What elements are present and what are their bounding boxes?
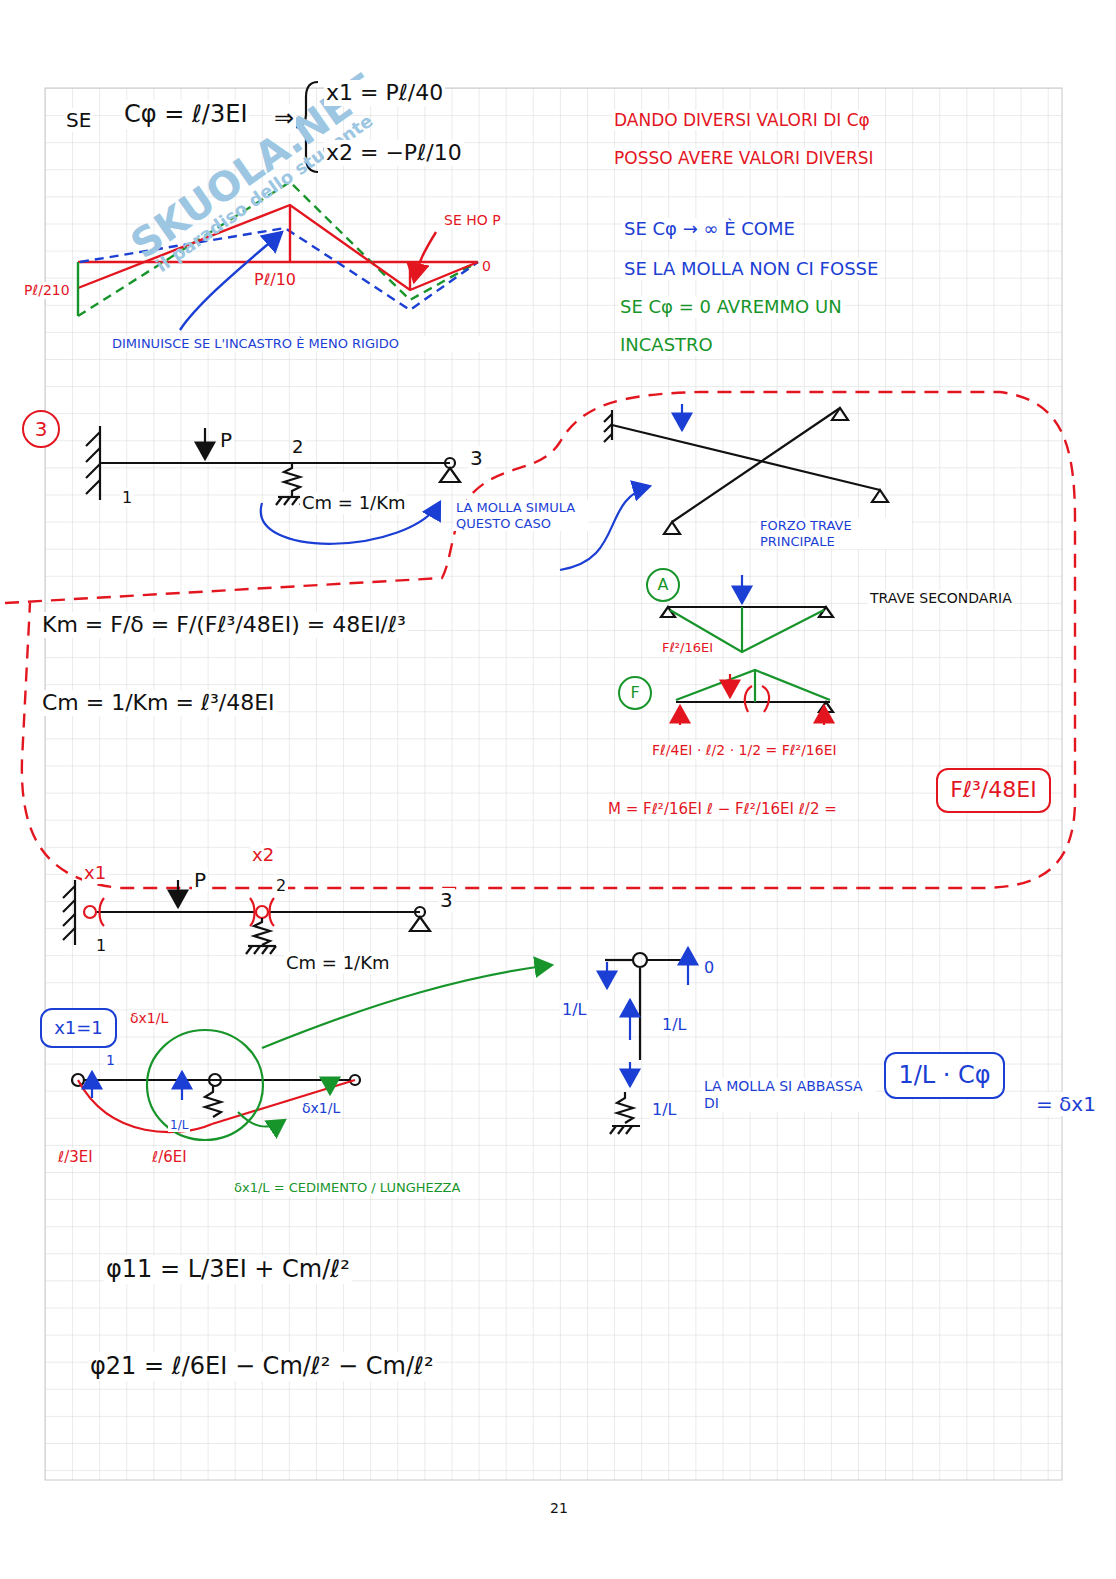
beam-released [63, 880, 430, 954]
note-text: ℓ/6EI [150, 1148, 189, 1166]
callout-arrows [261, 486, 650, 570]
note-text: SE [64, 108, 93, 132]
note-text: 2 [274, 876, 288, 895]
note-text: 1/L [560, 1000, 588, 1019]
note-text: Cm = 1/Km [284, 952, 391, 974]
grid-paper [45, 88, 1062, 1480]
note-text: 21 [548, 1500, 570, 1517]
note-text: Km = F/δ = F/(Fℓ³/48EI) = 48EI/ℓ³ [40, 612, 408, 638]
node-text: A [658, 575, 669, 594]
note-text: 2 [290, 436, 305, 458]
note-text: LA MOLLA SIMULA QUESTO CASO [454, 500, 588, 531]
note-text: x2 = −Pℓ/10 [324, 140, 464, 166]
note-text: ⇒ [272, 104, 296, 133]
note-text: Fℓ/4EI · ℓ/2 · 1/2 = Fℓ²/16EI [650, 742, 839, 759]
note-text: 1/L [650, 1100, 678, 1119]
note-text: 1 [120, 488, 134, 507]
note-text: SE LA MOLLA NON CI FOSSE [622, 258, 880, 280]
secondary-beam-f [676, 670, 833, 725]
note-text: 1 [104, 1052, 117, 1069]
note-text: M = Fℓ²/16EI ℓ − Fℓ²/16EI ℓ/2 = [606, 800, 839, 818]
callout-letter: F [618, 676, 652, 710]
note-text: 1/L [660, 1015, 688, 1034]
note-text: Fℓ²/16EI [660, 640, 715, 656]
note-text: x2 [250, 844, 276, 866]
note-text: 3 [438, 888, 455, 912]
node-text: 1/L · Cφ [898, 1061, 990, 1090]
node-text: 3 [35, 417, 48, 441]
callout-number: 3 [22, 410, 60, 448]
note-text: 1 [94, 936, 108, 955]
dashed-region [5, 392, 1075, 888]
note-text: P [192, 868, 208, 892]
result-box: 1/L · Cφ [884, 1052, 1005, 1099]
note-text: δx1/L [128, 1010, 170, 1027]
note-text: δx1/L = CEDIMENTO / LUNGHEZZA [232, 1180, 462, 1196]
note-text: SE Cφ = 0 AVREMMO UN [618, 296, 844, 318]
note-text: DANDO DIVERSI VALORI DI Cφ [612, 110, 872, 130]
note-text: SE Cφ → ∞ È COME [622, 218, 797, 240]
note-text: P [218, 428, 234, 452]
note-text: 0 [702, 958, 716, 977]
grid-border [45, 88, 1062, 1480]
note-text: POSSO AVERE VALORI DIVERSI [612, 148, 876, 168]
note-text: x1 [82, 862, 108, 884]
note-text: Cm = 1/Km [300, 492, 407, 514]
callout-letter: A [646, 568, 680, 602]
note-text: SE HO P [442, 212, 503, 229]
note-text: ℓ/3EI [56, 1148, 95, 1166]
result-box: Fℓ³/48EI [936, 768, 1051, 813]
note-text: = δx1 [1034, 1092, 1098, 1116]
note-text: INCASTRO [618, 334, 715, 356]
note-text: 3 [468, 446, 485, 470]
note-text: φ11 = L/3EI + Cm/ℓ² [104, 1255, 352, 1284]
case-box: x1=1 [40, 1008, 117, 1048]
note-text: DIMINUISCE SE L'INCASTRO È MENO RIGIDO [110, 336, 494, 352]
note-text: 0 [480, 258, 493, 275]
node-text: x1=1 [54, 1017, 103, 1039]
note-text: x1 = Pℓ/40 [324, 80, 445, 106]
note-text: FORZO TRAVE PRINCIPALE [758, 518, 912, 549]
note-text: φ21 = ℓ/6EI − Cm/ℓ² − Cm/ℓ² [88, 1352, 436, 1381]
virtual-scheme [72, 965, 552, 1140]
crossed-beams-sketch [604, 404, 888, 534]
note-text: TRAVE SECONDARIA [868, 590, 1014, 607]
note-text: Pℓ/10 [252, 270, 298, 289]
free-body-hinge [605, 948, 690, 1134]
node-text: Fℓ³/48EI [950, 777, 1036, 803]
note-text: Pℓ/210 [22, 282, 72, 299]
note-text: Cm = 1/Km = ℓ³/48EI [40, 690, 277, 716]
note-text: δx1/L [300, 1100, 342, 1117]
node-text: F [630, 683, 639, 702]
note-text: Cφ = ℓ/3EI [122, 100, 249, 129]
note-text: 1/L [168, 1118, 190, 1132]
note-text: LA MOLLA SI ABBASSA DI [702, 1078, 876, 1112]
